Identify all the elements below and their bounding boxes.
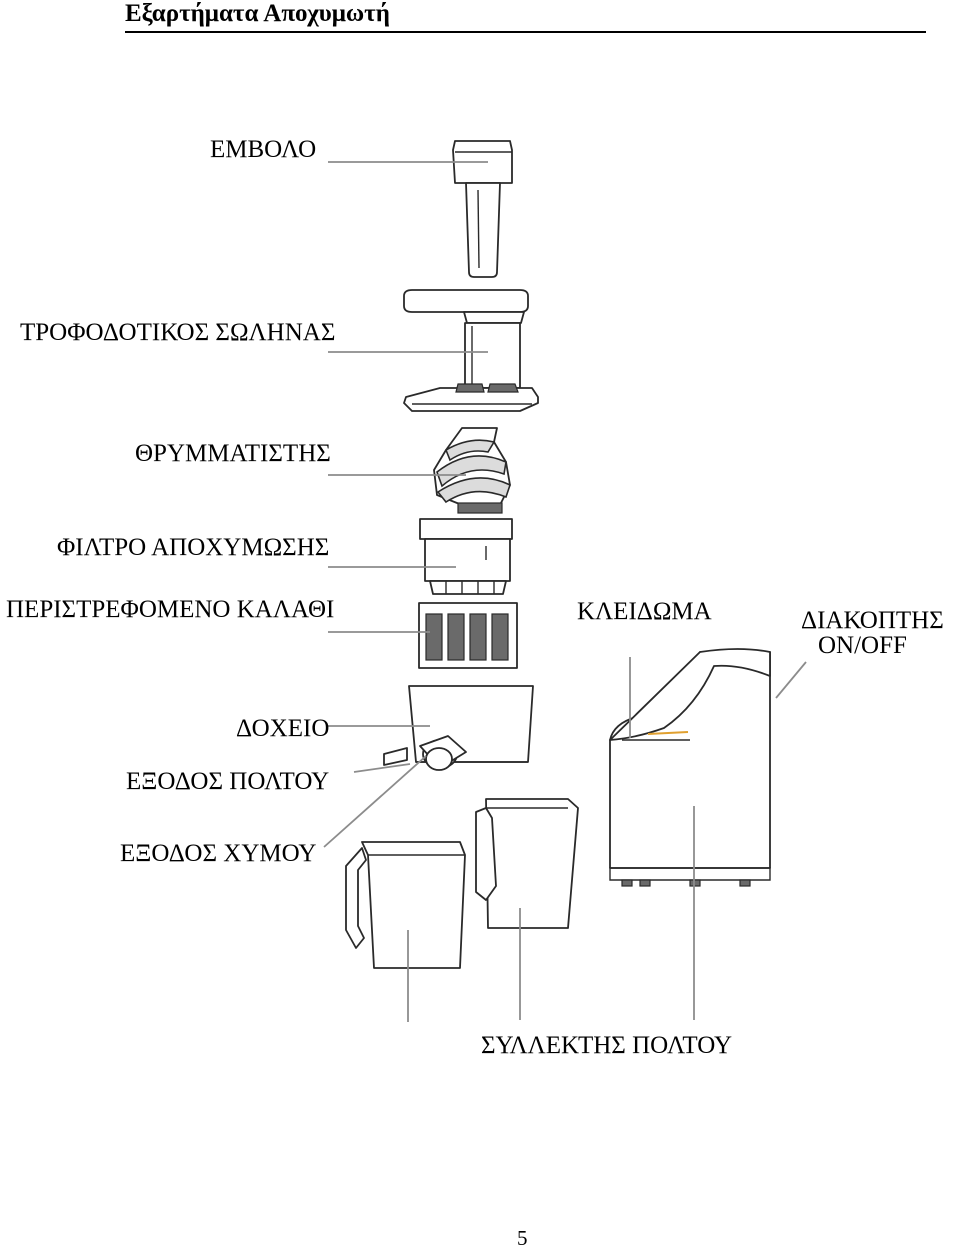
title-underline xyxy=(125,31,926,33)
page-title: Εξαρτήματα Αποχυμωτή xyxy=(125,0,390,27)
bowl-illustration xyxy=(383,685,534,771)
leader-pulp-outlet xyxy=(353,763,411,773)
label-switch-line2: ON/OFF xyxy=(818,632,907,659)
label-rotating-basket: ΠΕΡΙΣΤΡΕΦΟΜΕΝΟ ΚΑΛΑΘΙ xyxy=(6,596,335,623)
auger-illustration xyxy=(433,427,511,514)
label-auger: ΘΡΥΜΜΑΤΙΣΤΗΣ xyxy=(135,440,331,467)
motor-base-illustration xyxy=(609,648,771,887)
page-number: 5 xyxy=(517,1226,528,1250)
label-juicing-filter: ΦΙΛΤΡΟ ΑΠΟΧΥΜΩΣΗΣ xyxy=(57,534,330,561)
feed-tube-illustration xyxy=(403,289,539,412)
leader-switch xyxy=(775,661,807,699)
label-bowl: ΔΟΧΕΙΟ xyxy=(236,715,330,742)
label-plunger: ΕΜΒΟΛΟ xyxy=(210,136,317,163)
juicing-filter-illustration xyxy=(419,518,513,595)
rotating-basket-illustration xyxy=(418,602,518,669)
juice-cup-illustration xyxy=(345,841,466,969)
leader-lines xyxy=(323,161,807,1022)
label-pulp-outlet: ΕΞΟΔΟΣ ΠΟΛΤΟΥ xyxy=(126,768,330,795)
label-switch-line1: ΔΙΑΚΟΠΤΗΣ xyxy=(801,607,944,634)
label-lock: ΚΛΕΙΔΩΜΑ xyxy=(577,598,712,625)
label-feed-tube: ΤΡΟΦΟΔΟΤΙΚΟΣ ΣΩΛΗΝΑΣ xyxy=(20,319,336,346)
label-juice-outlet: ΕΞΟΔΟΣ ΧΥΜΟΥ xyxy=(120,840,317,867)
pulp-collector-illustration xyxy=(475,798,579,929)
label-pulp-collector: ΣΥΛΛΕΚΤΗΣ ΠΟΛΤΟΥ xyxy=(481,1032,733,1059)
leader-juice-outlet xyxy=(323,755,427,848)
